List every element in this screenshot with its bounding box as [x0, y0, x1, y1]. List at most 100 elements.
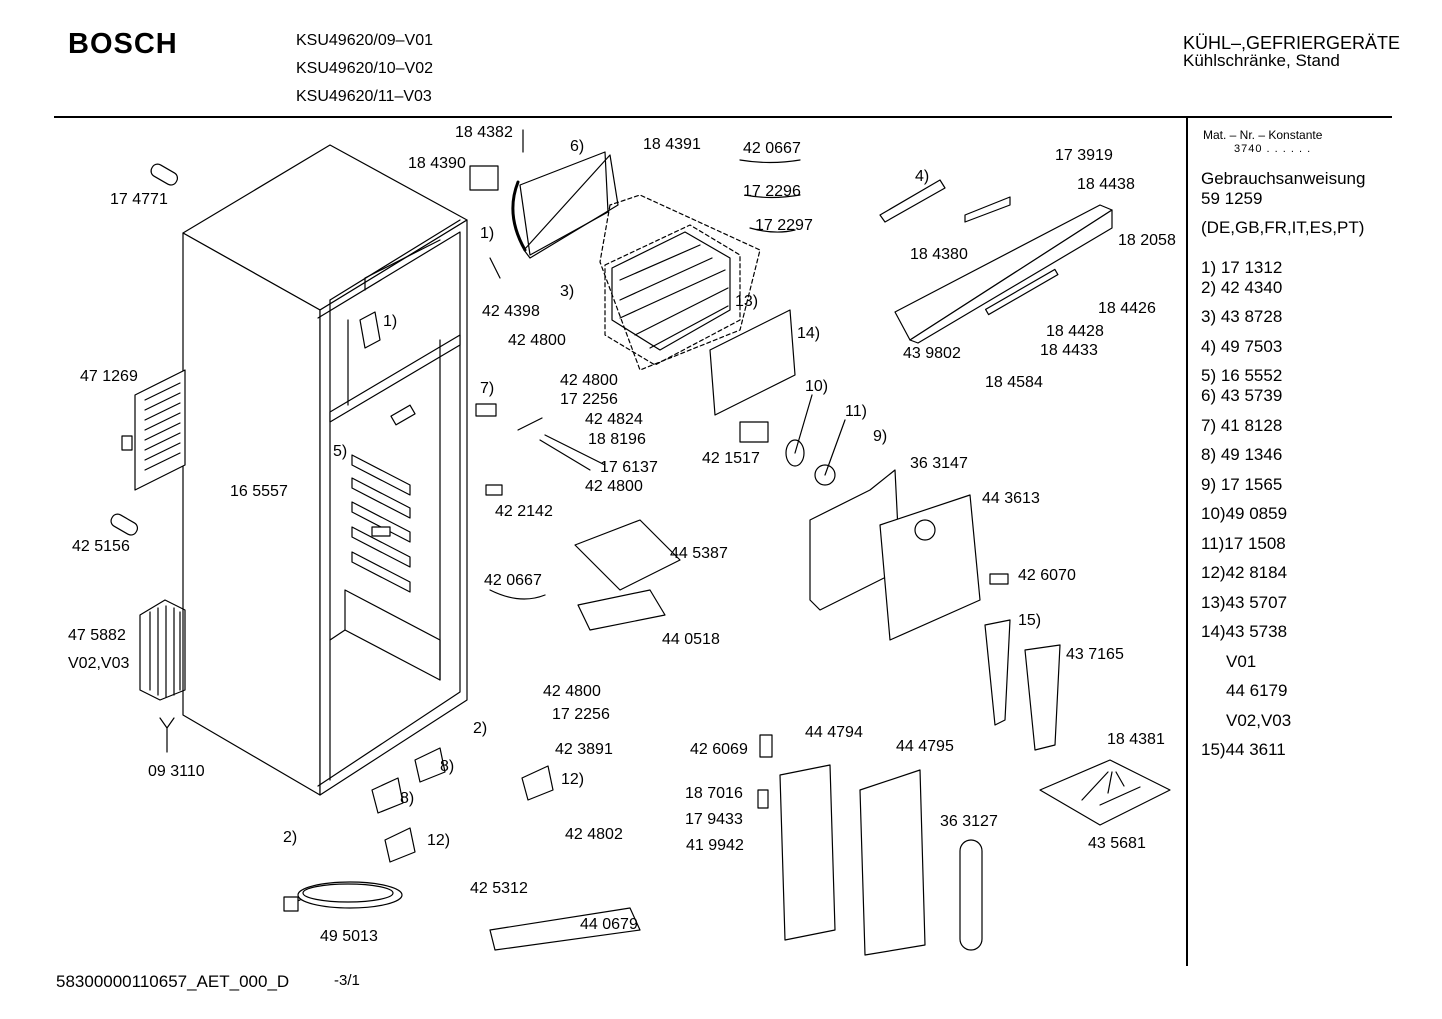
part-label: 18 4390 — [408, 155, 466, 172]
part-label: 47 1269 — [80, 368, 138, 385]
part-sensor-093110 — [159, 717, 175, 753]
fan-parts — [739, 394, 846, 486]
ref-list-item: 11)17 1508 — [1201, 534, 1286, 553]
power-cord — [283, 881, 403, 912]
part-label: 18 7016 — [685, 785, 743, 802]
part-label: 17 3919 — [1055, 147, 1113, 164]
callout-label: 1) — [480, 225, 495, 242]
ref-list-item: 4) 49 7503 — [1201, 337, 1283, 356]
part-label: 18 4428 — [1046, 323, 1104, 340]
callout-label: 2) — [283, 829, 298, 846]
ref-list-item: 1) 17 1312 — [1201, 258, 1283, 277]
ref-list-variant: V01 — [1226, 652, 1257, 671]
shelf-rails — [351, 311, 411, 593]
callout-label: 13) — [735, 293, 759, 310]
model-number-2: KSU49620/10–V02 — [296, 60, 433, 77]
hinge-brackets — [371, 747, 554, 863]
model-number-3: KSU49620/11–V03 — [296, 88, 432, 105]
part-label: 17 4771 — [110, 191, 168, 208]
part-label: 18 4391 — [643, 136, 701, 153]
part-label: 42 0667 — [743, 140, 801, 157]
ref-list-item: 3) 43 8728 — [1201, 307, 1283, 326]
document-id: 58300000110657_AET_000_D — [56, 972, 290, 991]
manual-label: Gebrauchsanweisung — [1201, 169, 1366, 188]
part-label: 42 3891 — [555, 741, 613, 758]
part-label: 18 2058 — [1118, 232, 1176, 249]
air-duct-panels — [809, 469, 981, 641]
part-label: 36 3127 — [940, 813, 998, 830]
part-label: 44 3613 — [982, 490, 1040, 507]
cabinet-body — [182, 144, 468, 796]
part-label: 42 6070 — [1018, 567, 1076, 584]
part-cylinder-425156 — [110, 513, 139, 536]
ref-list-item: 5) 16 5552 — [1201, 366, 1283, 385]
part-label: 18 4382 — [455, 124, 513, 141]
evaporator-coil — [599, 194, 761, 371]
ref-list-item: 14)43 5738 — [1201, 622, 1288, 641]
callout-label: 1) — [383, 313, 398, 330]
manual-number: 59 1259 — [1201, 189, 1263, 208]
part-label: 18 4584 — [985, 374, 1043, 391]
part-label: 42 4802 — [565, 826, 623, 843]
mat-number-label: Mat. – Nr. – Konstante — [1203, 128, 1323, 142]
part-label: 42 4824 — [585, 411, 643, 428]
part-label: 17 2256 — [552, 706, 610, 723]
part-label: 42 4800 — [543, 683, 601, 700]
mat-number-value: 3740 . . . . . . — [1234, 143, 1312, 155]
callout-label: 4) — [915, 168, 930, 185]
part-label: 49 5013 — [320, 928, 378, 945]
manual-languages: (DE,GB,FR,IT,ES,PT) — [1201, 218, 1365, 237]
ref-list-item: 10)49 0859 — [1201, 504, 1288, 523]
evaporator-cover — [709, 309, 796, 416]
callout-label: 2) — [473, 720, 488, 737]
callout-label: 8) — [440, 758, 455, 775]
part-label: 18 4381 — [1107, 731, 1165, 748]
ref-list-item: 44 6179 — [1226, 681, 1288, 700]
part-label: 42 2142 — [495, 503, 553, 520]
callout-label: 14) — [797, 325, 821, 342]
brand-logo: BOSCH — [68, 28, 178, 60]
callout-label: 7) — [480, 380, 495, 397]
condenser-grill — [121, 369, 186, 491]
small-parts — [475, 159, 1125, 801]
page-number: -3/1 — [334, 972, 360, 989]
ref-list-item: 6) 43 5739 — [1201, 386, 1283, 405]
callout-label: 3) — [560, 283, 575, 300]
part-label: 17 2297 — [755, 217, 813, 234]
part-label: 41 9942 — [686, 837, 744, 854]
callout-label: 10) — [805, 378, 829, 395]
part-cylinder-174771 — [150, 163, 179, 186]
control-panel — [879, 179, 1113, 344]
part-label: 09 3110 — [148, 763, 205, 780]
part-label: 43 9802 — [903, 345, 961, 362]
part-label: 42 4398 — [482, 303, 540, 320]
ref-list-variant: V02,V03 — [1226, 711, 1292, 730]
variant-label: V02,V03 — [68, 655, 130, 672]
part-label: 44 0518 — [662, 631, 720, 648]
part-label: 42 5156 — [72, 538, 130, 555]
part-label: 42 5312 — [470, 880, 528, 897]
part-label: 43 7165 — [1066, 646, 1124, 663]
part-label: 18 4433 — [1040, 342, 1098, 359]
part-label: 42 4800 — [560, 372, 618, 389]
callout-label: 6) — [570, 138, 585, 155]
category-title: KÜHL–,GEFRIERGERÄTE — [1183, 33, 1401, 53]
part-label: 44 5387 — [670, 545, 728, 562]
evaporator-frame — [469, 129, 619, 259]
part-label: 42 4800 — [508, 332, 566, 349]
ref-list-item: 7) 41 8128 — [1201, 416, 1283, 435]
ref-list-item: 8) 49 1346 — [1201, 445, 1283, 464]
callout-label: 9) — [873, 428, 888, 445]
part-label: 42 6069 — [690, 741, 748, 758]
part-label: 44 4794 — [805, 724, 863, 741]
ref-list-item: 13)43 5707 — [1201, 593, 1288, 612]
model-number-1: KSU49620/09–V01 — [296, 32, 433, 49]
part-label: 17 2296 — [743, 183, 801, 200]
callout-label: 8) — [400, 790, 415, 807]
sidebar-divider — [1186, 118, 1188, 966]
ref-list-item: 2) 42 4340 — [1201, 278, 1283, 297]
door-shelf-parts — [489, 619, 1171, 956]
part-label: 18 8196 — [588, 431, 646, 448]
part-label: 16 5557 — [230, 483, 288, 500]
